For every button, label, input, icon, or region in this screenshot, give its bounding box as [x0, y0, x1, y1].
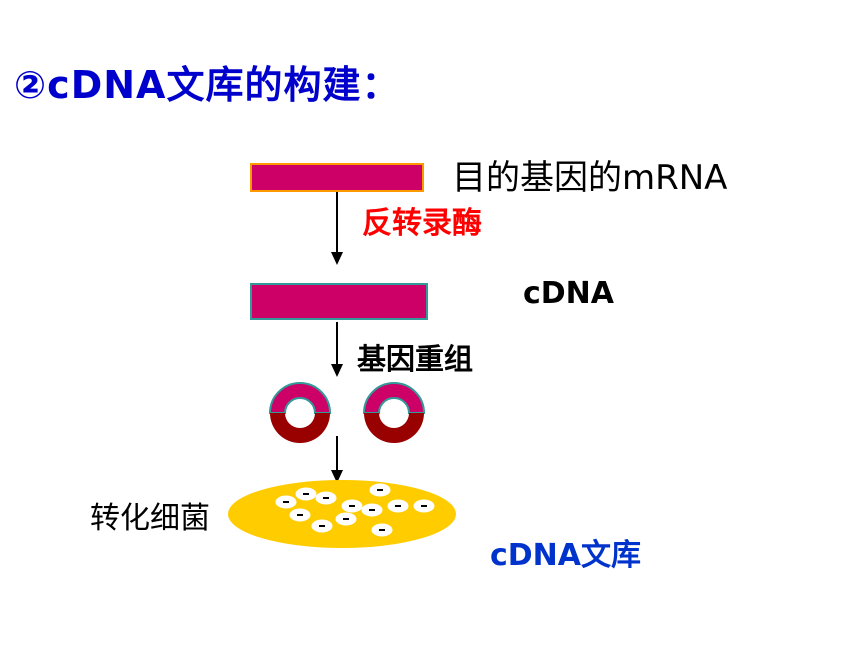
- cdna-strand: [250, 283, 428, 320]
- mrna-label: 目的基因的mRNA: [452, 158, 728, 198]
- arrow-down-icon: [331, 192, 343, 265]
- bacteria-colony-plate: [228, 480, 456, 548]
- mrna-strand: [250, 163, 424, 192]
- recombinant-plasmid-icon: [362, 382, 426, 443]
- gene-recombination-label: 基因重组: [357, 342, 474, 376]
- cdna-library-label: cDNA文库: [490, 538, 642, 573]
- cdna-label: cDNA: [523, 276, 615, 311]
- transform-bacteria-label: 转化细菌: [90, 501, 210, 536]
- reverse-transcriptase-label: 反转录酶: [362, 206, 482, 241]
- recombinant-plasmid-icon: [268, 382, 332, 443]
- arrow-down-icon: [331, 322, 343, 377]
- page-title: ②cDNA文库的构建：: [14, 63, 401, 107]
- arrow-down-icon: [331, 436, 343, 483]
